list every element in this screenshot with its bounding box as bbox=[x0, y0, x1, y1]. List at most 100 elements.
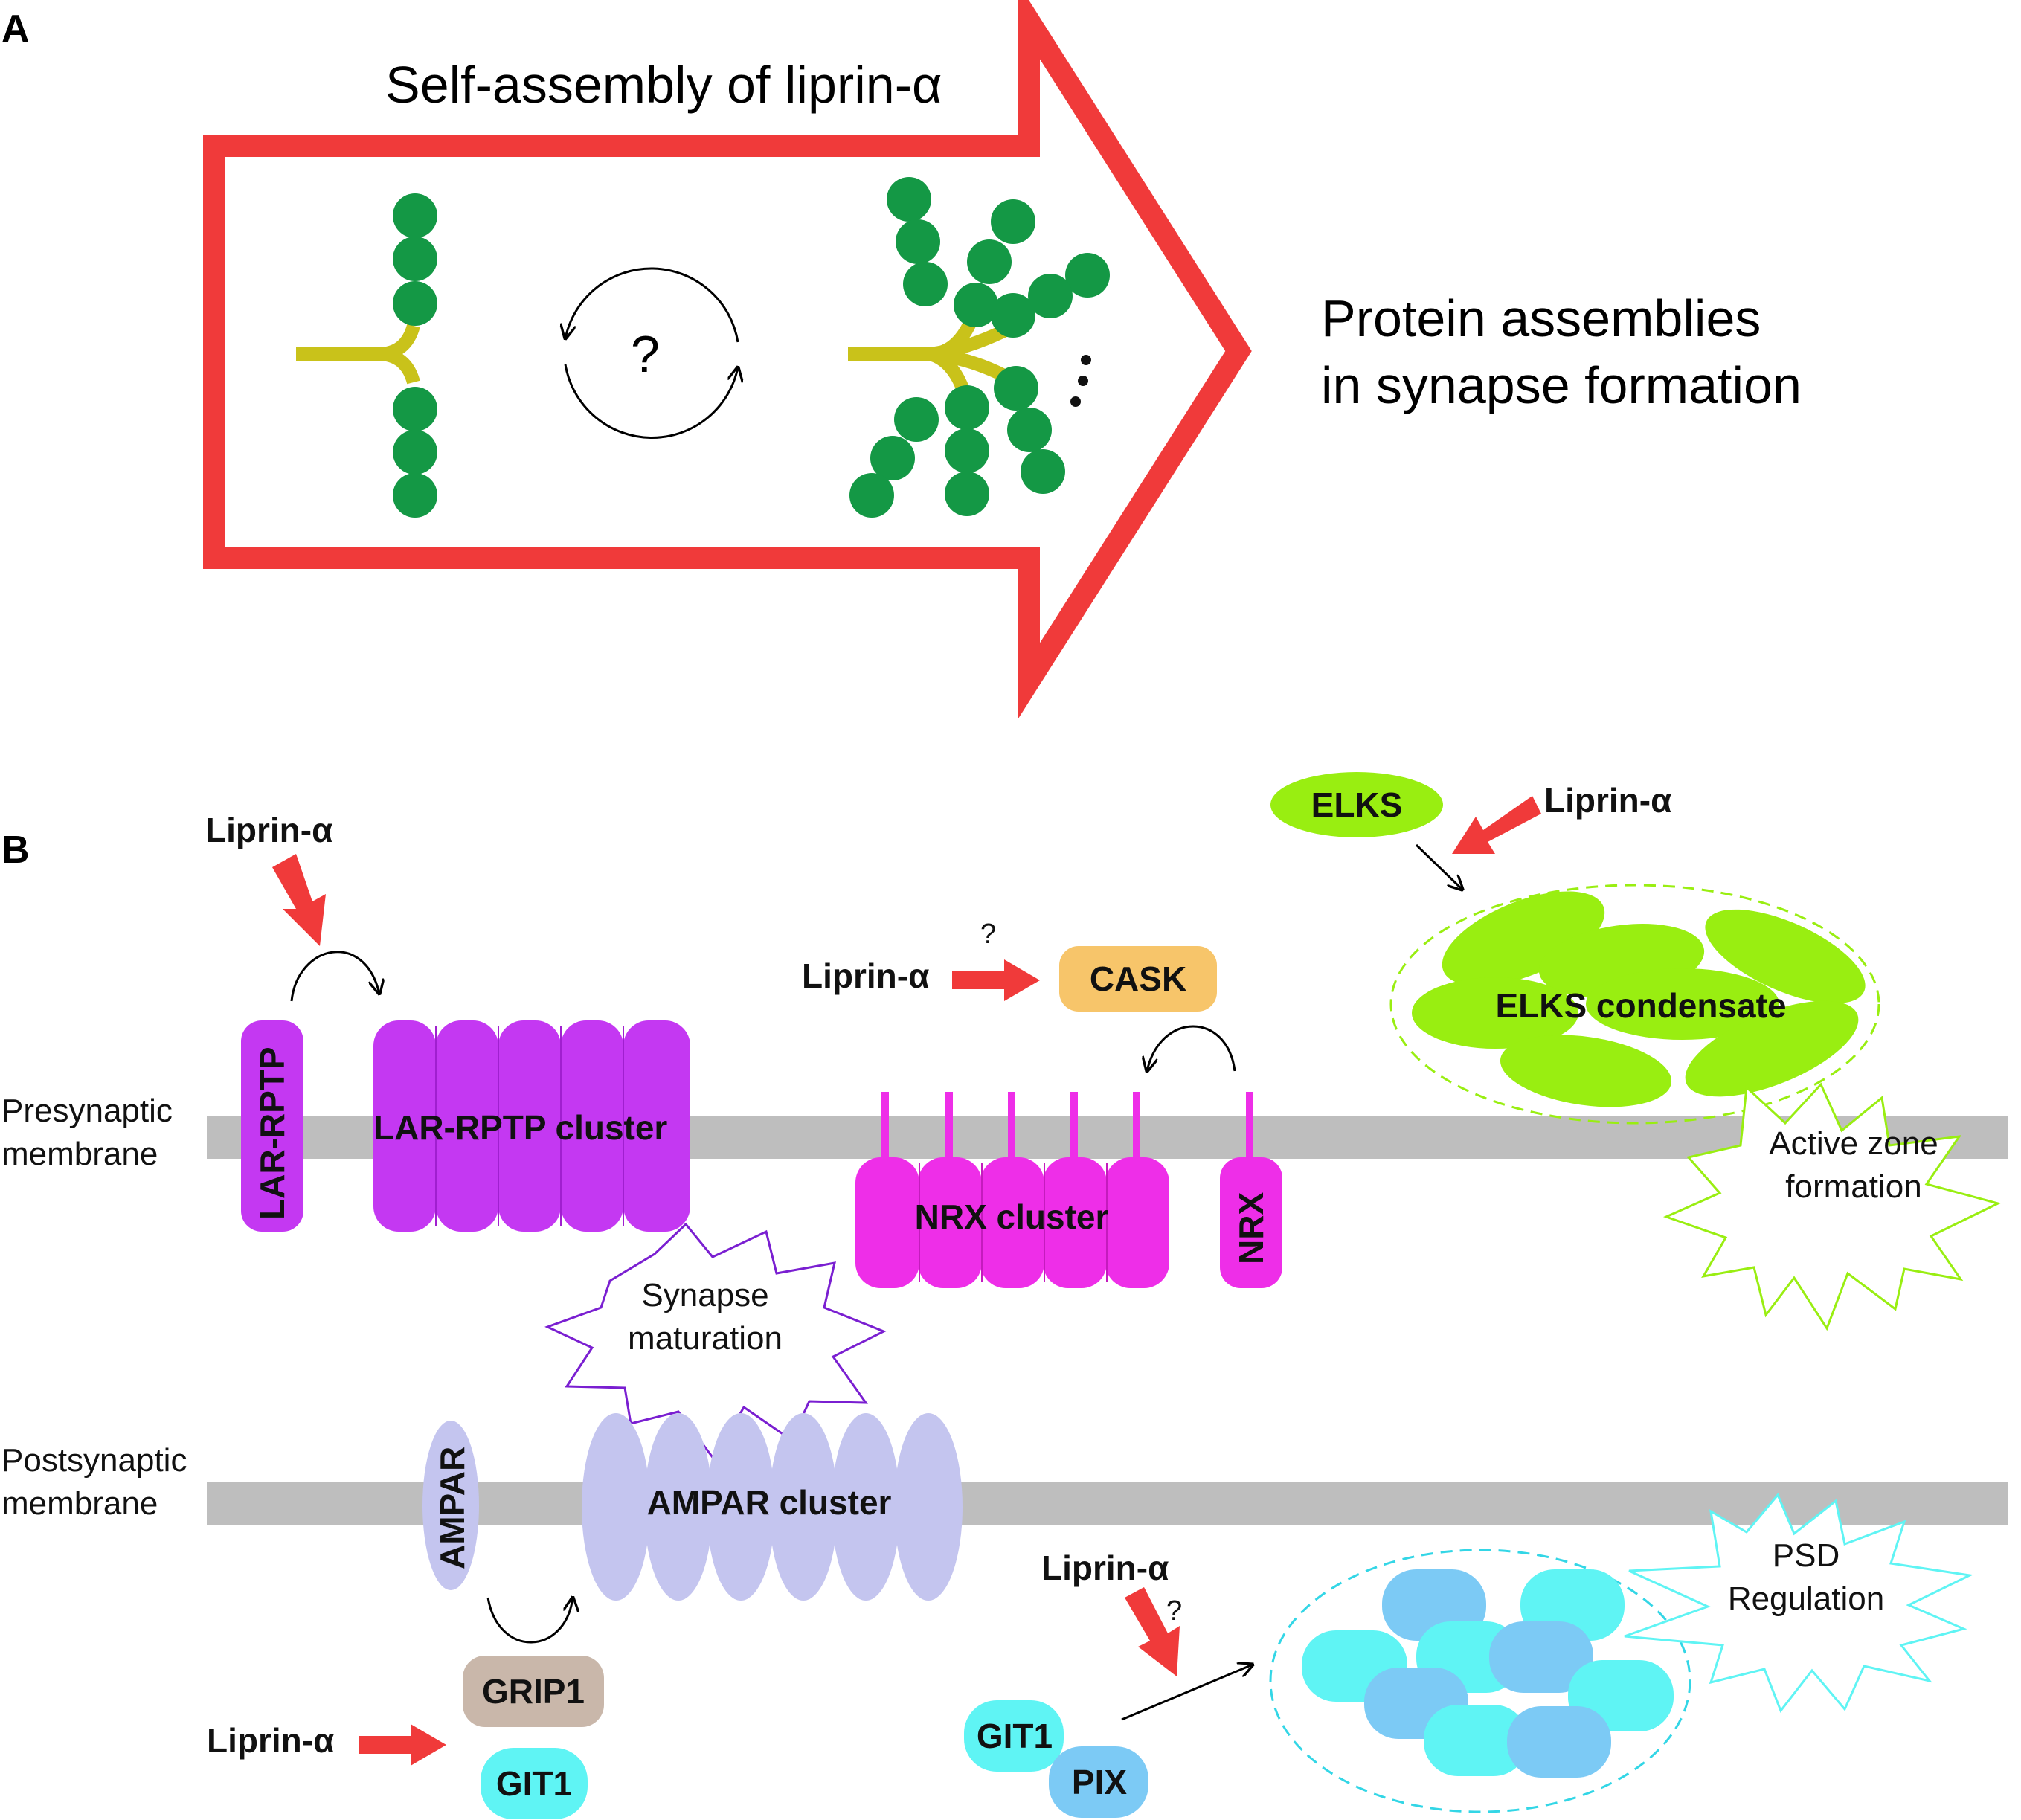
nrx-monomer bbox=[1220, 1157, 1282, 1288]
active-zone-2: formation bbox=[1785, 1168, 1921, 1205]
lar-rptp-dividers bbox=[435, 1026, 624, 1226]
git1-label-right: GIT1 bbox=[977, 1717, 1053, 1755]
red-arrow-cask bbox=[952, 959, 1040, 1001]
liprin-bead bbox=[896, 219, 940, 264]
red-arrow-psd bbox=[1125, 1587, 1180, 1676]
ampar-cluster-label: AMPAR cluster bbox=[647, 1483, 892, 1522]
ampar-unit bbox=[769, 1413, 838, 1601]
pix-label: PIX bbox=[1072, 1763, 1127, 1801]
git1-box-left bbox=[481, 1748, 588, 1819]
ampar-label: AMPAR bbox=[433, 1447, 472, 1569]
recruit-arc-lar bbox=[290, 951, 379, 1002]
nrx-unit bbox=[980, 1157, 1044, 1288]
liprin-bead bbox=[393, 237, 437, 281]
liprin-bead bbox=[1021, 449, 1065, 494]
elks-label: ELKS bbox=[1311, 785, 1403, 824]
red-arrow-elks bbox=[1452, 796, 1541, 854]
outcome-line2: in synapse formation bbox=[1321, 356, 1802, 414]
liprin-bead bbox=[945, 385, 989, 430]
presynaptic-label-2: membrane bbox=[1, 1136, 158, 1172]
nrx-unit bbox=[1105, 1157, 1169, 1288]
liprin-bead bbox=[894, 397, 939, 442]
active-zone-burst bbox=[1662, 1082, 2002, 1331]
liprin-bead bbox=[393, 473, 437, 518]
liprin-bead bbox=[393, 430, 437, 475]
liprin-bead bbox=[393, 193, 437, 238]
elks-condensate bbox=[1412, 891, 1866, 1107]
liprin-oligomer bbox=[848, 177, 1110, 518]
nrx-unit bbox=[918, 1157, 982, 1288]
lar-rptp-unit bbox=[623, 1020, 690, 1232]
elks-particle bbox=[1685, 1000, 1859, 1097]
lar-rptp-monomer bbox=[241, 1020, 303, 1232]
cask-question: ? bbox=[980, 919, 996, 950]
cask-label: CASK bbox=[1090, 959, 1186, 998]
elks-particle bbox=[1705, 909, 1866, 1004]
liprin-label-psd: Liprin-α bbox=[1041, 1549, 1169, 1587]
psd-particle bbox=[1424, 1705, 1528, 1776]
synapse-maturation-burst bbox=[544, 1222, 887, 1462]
ampar-unit bbox=[582, 1413, 650, 1601]
psd-question: ? bbox=[1166, 1595, 1182, 1627]
nrx-unit bbox=[855, 1157, 919, 1288]
active-zone-1: Active zone bbox=[1769, 1125, 1938, 1162]
elks-molecule bbox=[1270, 772, 1443, 837]
liprin-bead bbox=[945, 428, 989, 473]
ampar-unit bbox=[707, 1413, 775, 1601]
psd-regulation-1: PSD bbox=[1773, 1537, 1840, 1574]
git1-box-right bbox=[964, 1700, 1064, 1772]
ellipsis-dot bbox=[1070, 396, 1081, 407]
ampar-cluster bbox=[582, 1413, 963, 1601]
liprin-bead bbox=[870, 436, 915, 480]
nrx-label: NRX bbox=[1232, 1192, 1270, 1264]
liprin-bead bbox=[1007, 408, 1052, 452]
liprin-bead bbox=[954, 283, 998, 327]
grip1-box bbox=[463, 1656, 604, 1727]
liprin-monomer bbox=[296, 193, 437, 518]
panel-b-label: B bbox=[1, 829, 30, 872]
liprin-label-lar: Liprin-α bbox=[205, 811, 332, 849]
liprin-bead bbox=[1028, 274, 1073, 318]
liprin-bead bbox=[903, 262, 948, 306]
red-arrow-grip bbox=[359, 1724, 446, 1766]
pix-box bbox=[1049, 1746, 1148, 1818]
psd-particle bbox=[1507, 1706, 1611, 1778]
ellipsis-dot bbox=[1081, 355, 1091, 365]
ampar-unit bbox=[894, 1413, 963, 1601]
liprin-bead bbox=[393, 281, 437, 326]
ellipsis-dot bbox=[1078, 376, 1088, 386]
psd-condensate bbox=[1302, 1569, 1674, 1778]
panel-a-label: A bbox=[1, 7, 30, 51]
self-assembly-title: Self-assembly of liprin-α bbox=[385, 56, 942, 114]
liprin-bead bbox=[991, 293, 1035, 338]
cask-box bbox=[1059, 946, 1217, 1012]
liprin-bead bbox=[393, 387, 437, 431]
red-arrow-lar bbox=[272, 854, 326, 946]
liprin-stalk bbox=[296, 324, 420, 385]
synapse-maturation-2: maturation bbox=[628, 1320, 783, 1357]
nrx-cluster-label: NRX cluster bbox=[915, 1197, 1109, 1236]
liprin-bead bbox=[1065, 253, 1110, 298]
postsynaptic-label-1: Postsynaptic bbox=[1, 1442, 187, 1479]
ampar-monomer bbox=[422, 1421, 479, 1590]
liprin-label-grip: Liprin-α bbox=[207, 1721, 334, 1760]
liprin-stalk bbox=[848, 309, 1015, 404]
elks-condensate-label: ELKS condensate bbox=[1495, 986, 1786, 1025]
lar-rptp-unit bbox=[436, 1020, 498, 1232]
liprin-bead bbox=[994, 366, 1038, 411]
ampar-unit bbox=[644, 1413, 713, 1601]
liprin-label-cask: Liprin-α bbox=[802, 956, 929, 995]
elks-particle bbox=[1412, 977, 1578, 1049]
liprin-bead bbox=[887, 177, 931, 222]
synapse-maturation-1: Synapse bbox=[641, 1277, 768, 1313]
psd-regulation-2: Regulation bbox=[1728, 1581, 1884, 1617]
recruit-arc-ampar bbox=[486, 1598, 573, 1644]
git1-label-left: GIT1 bbox=[496, 1764, 572, 1803]
liprin-bead bbox=[967, 239, 1012, 284]
elks-condensate-boundary bbox=[1389, 884, 1880, 1125]
lar-rptp-unit bbox=[373, 1020, 436, 1232]
presynaptic-label-1: Presynaptic bbox=[1, 1093, 173, 1129]
liprin-bead bbox=[849, 473, 894, 518]
elks-thin-arrow bbox=[1415, 843, 1462, 890]
lar-rptp-unit bbox=[561, 1020, 623, 1232]
